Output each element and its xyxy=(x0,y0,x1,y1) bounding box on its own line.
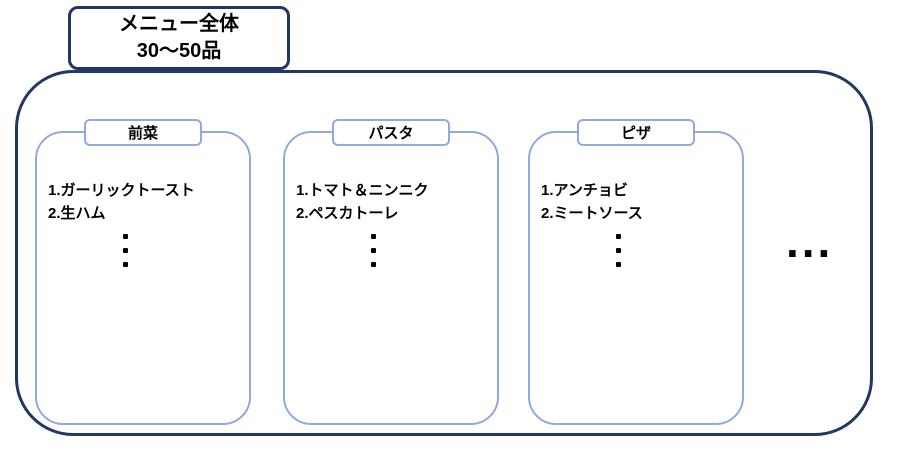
vertical-ellipsis-icon xyxy=(371,229,376,271)
category-label: ピザ xyxy=(577,119,695,146)
menu-total-label: メニュー全体 30〜50品 xyxy=(68,6,290,70)
menu-item: 2.ペスカトーレ xyxy=(296,205,399,223)
more-categories-ellipsis: ... xyxy=(786,215,834,267)
category-box-pizza: ピザ 1.アンチョビ 2.ミートソース xyxy=(528,119,744,425)
menu-total-line1: メニュー全体 xyxy=(119,13,239,35)
category-label: パスタ xyxy=(332,119,450,146)
menu-item: 1.アンチョビ xyxy=(541,182,628,199)
menu-item-list: 1.ガーリックトースト 2.生ハム xyxy=(48,179,241,226)
menu-item: 1.トマト＆ニンニク xyxy=(296,182,429,199)
vertical-ellipsis-icon xyxy=(616,229,621,271)
category-label: 前菜 xyxy=(84,119,202,146)
menu-item: 2.ミートソース xyxy=(541,205,643,223)
category-box-pasta: パスタ 1.トマト＆ニンニク 2.ペスカトーレ xyxy=(283,119,499,425)
category-box-appetizers: 前菜 1.ガーリックトースト 2.生ハム xyxy=(35,119,251,425)
menu-item: 1.ガーリックトースト xyxy=(48,182,195,199)
vertical-ellipsis-icon xyxy=(123,229,128,271)
menu-item-list: 1.アンチョビ 2.ミートソース xyxy=(541,179,734,226)
menu-total-line2: 30〜50品 xyxy=(136,40,222,62)
menu-item: 2.生ハム xyxy=(48,205,106,223)
menu-item-list: 1.トマト＆ニンニク 2.ペスカトーレ xyxy=(296,179,489,226)
